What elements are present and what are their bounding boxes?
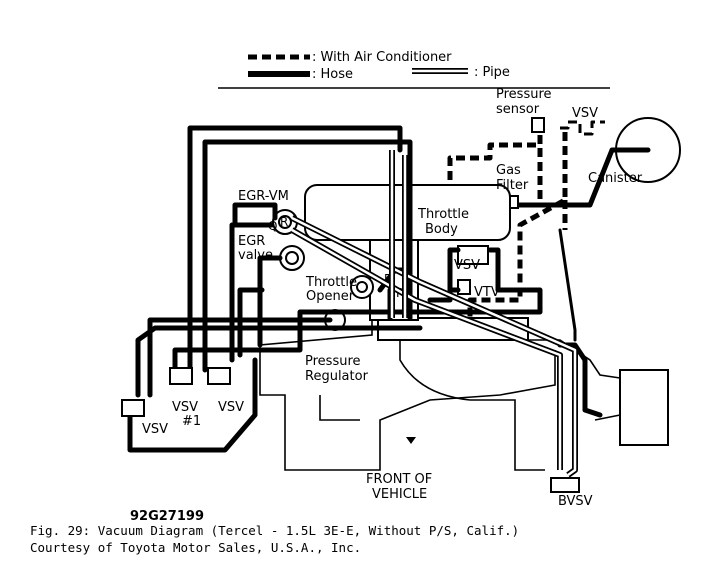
legend-ac-label: : With Air Conditioner [312,50,452,65]
legend-hose-label: : Hose [312,67,353,82]
vsv-mid-label: VSV [454,258,480,273]
throttle-opener-label-1: Throttle [305,275,357,290]
engine-outline [259,317,669,471]
vsv-1-label-2: #1 [182,414,201,429]
gas-filter-label-1: Gas [496,163,521,178]
pipes [290,150,578,478]
vtv [457,279,471,295]
front-label-1: FRONT OF [366,472,432,487]
vsv-mid [457,245,489,265]
vsv-third [207,367,231,385]
front-label-2: VEHICLE [372,487,427,502]
throttle-body-label-1: Throttle [417,207,469,222]
gas-filter-label-2: Filter [496,178,529,193]
hoses [127,125,651,453]
figure-id: 92G27199 [130,509,204,524]
bvsv [550,477,580,493]
egr-valve-label-1: EGR [238,234,265,249]
bvsv-label: BVSV [558,494,593,509]
legend: : With Air Conditioner : Hose : Pipe [218,50,610,89]
pressure-sensor-label-2: sensor [496,102,540,117]
vsv-left [121,399,145,417]
pressure-sensor-label-1: Pressure [496,87,552,102]
vsv-third-label: VSV [218,400,244,415]
pressure-sensor [531,117,545,133]
vsv-1-label-1: VSV [172,400,198,415]
caption-line-1: Fig. 29: Vacuum Diagram (Tercel - 1.5L 3… [30,523,519,538]
pressure-regulator-label-1: Pressure [305,354,361,369]
vsv-top [560,120,605,136]
caption-line-2: Courtesy of Toyota Motor Sales, U.S.A., … [30,540,361,555]
vsv-left-label: VSV [142,422,168,437]
front-arrow-icon [406,437,416,444]
vsv-1 [169,367,193,385]
air-cleaner-box [619,369,669,446]
throttle-opener-label-2: Opener [306,289,355,304]
vsv-top-label: VSV [572,106,598,121]
gas-filter [509,195,519,209]
egr-vm-port-r: R [280,215,288,229]
vtv-label: VTV [474,285,500,300]
egr-vm-label: EGR-VM [238,189,289,204]
throttle-body-label-2: Body [425,222,458,237]
pressure-regulator-label-2: Regulator [305,369,369,384]
legend-pipe-label: : Pipe [474,65,510,80]
